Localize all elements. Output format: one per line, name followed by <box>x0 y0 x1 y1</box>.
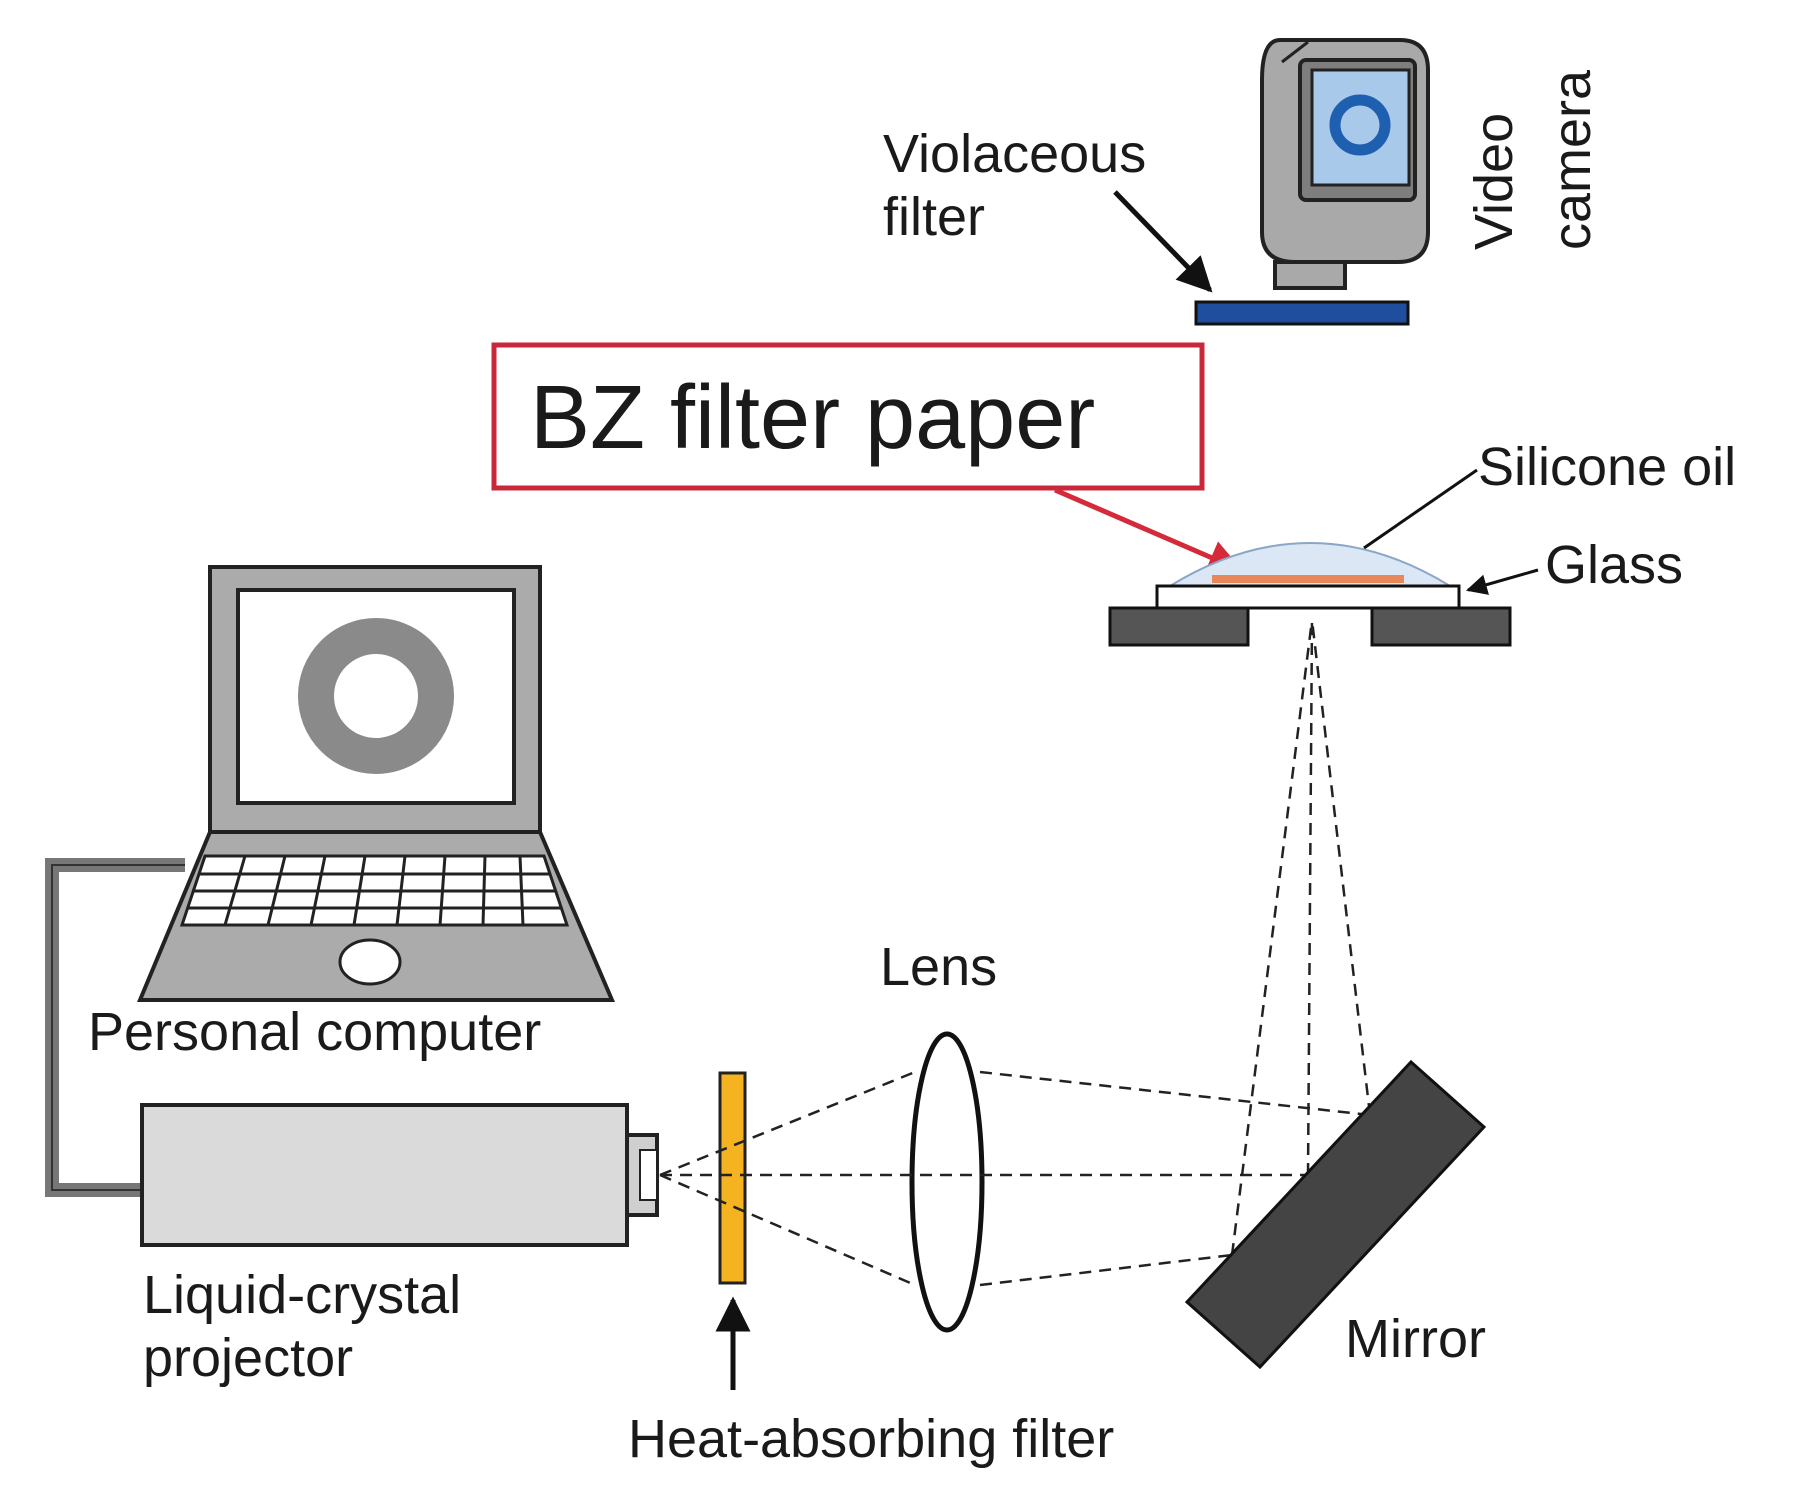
camera-lens-barrel <box>1273 260 1347 290</box>
personal-computer-label: Personal computer <box>88 1002 541 1062</box>
heat-absorbing-filter-label: Heat-absorbing filter <box>628 1409 1114 1469</box>
stage-block-left <box>1108 606 1250 647</box>
mirror <box>1184 1059 1487 1370</box>
violaceous-filter-label-line1: Violaceous <box>883 124 1146 184</box>
bz-filter-paper-box <box>491 342 1205 491</box>
projector-icon <box>140 1103 659 1247</box>
laptop-icon <box>137 565 616 1002</box>
sample-stage <box>1108 542 1512 647</box>
glass-label: Glass <box>1545 535 1683 595</box>
projector-body <box>140 1103 629 1247</box>
video-camera-label: Video <box>1464 113 1524 250</box>
camera-screen <box>1310 68 1411 187</box>
projector-label-line2: projector <box>143 1328 353 1388</box>
mirror-label: Mirror <box>1345 1309 1486 1369</box>
light-path <box>659 619 1372 1287</box>
violaceous-filter <box>1194 300 1410 326</box>
laptop-touchpad <box>338 938 402 986</box>
lens-label: Lens <box>880 937 997 997</box>
violaceous-filter-label-line2: filter <box>883 187 985 247</box>
heat-absorbing-filter <box>718 1071 747 1285</box>
bz-filter-paper-label: BZ filter paper <box>530 368 1095 468</box>
video-camera-label-line1: Video <box>1464 113 1524 250</box>
video-camera-label-line2: camera <box>1542 69 1602 250</box>
lens <box>909 1031 985 1333</box>
stage-block-right <box>1370 606 1512 647</box>
projector-label-line1: Liquid-crystal <box>143 1265 461 1325</box>
silicone-oil-label: Silicone oil <box>1478 437 1736 497</box>
bz-paper-strip <box>1212 575 1404 583</box>
glass-slide <box>1155 584 1461 610</box>
glass-arrow <box>1465 568 1539 595</box>
laptop-screen-ring-icon <box>298 618 454 774</box>
bz-filter-paper-arrow <box>1054 487 1244 574</box>
silicone-oil-leader <box>1363 468 1478 550</box>
violaceous-filter-arrow <box>1113 190 1213 293</box>
camera-ring-icon <box>1329 94 1391 156</box>
video-camera-icon <box>1260 38 1430 290</box>
